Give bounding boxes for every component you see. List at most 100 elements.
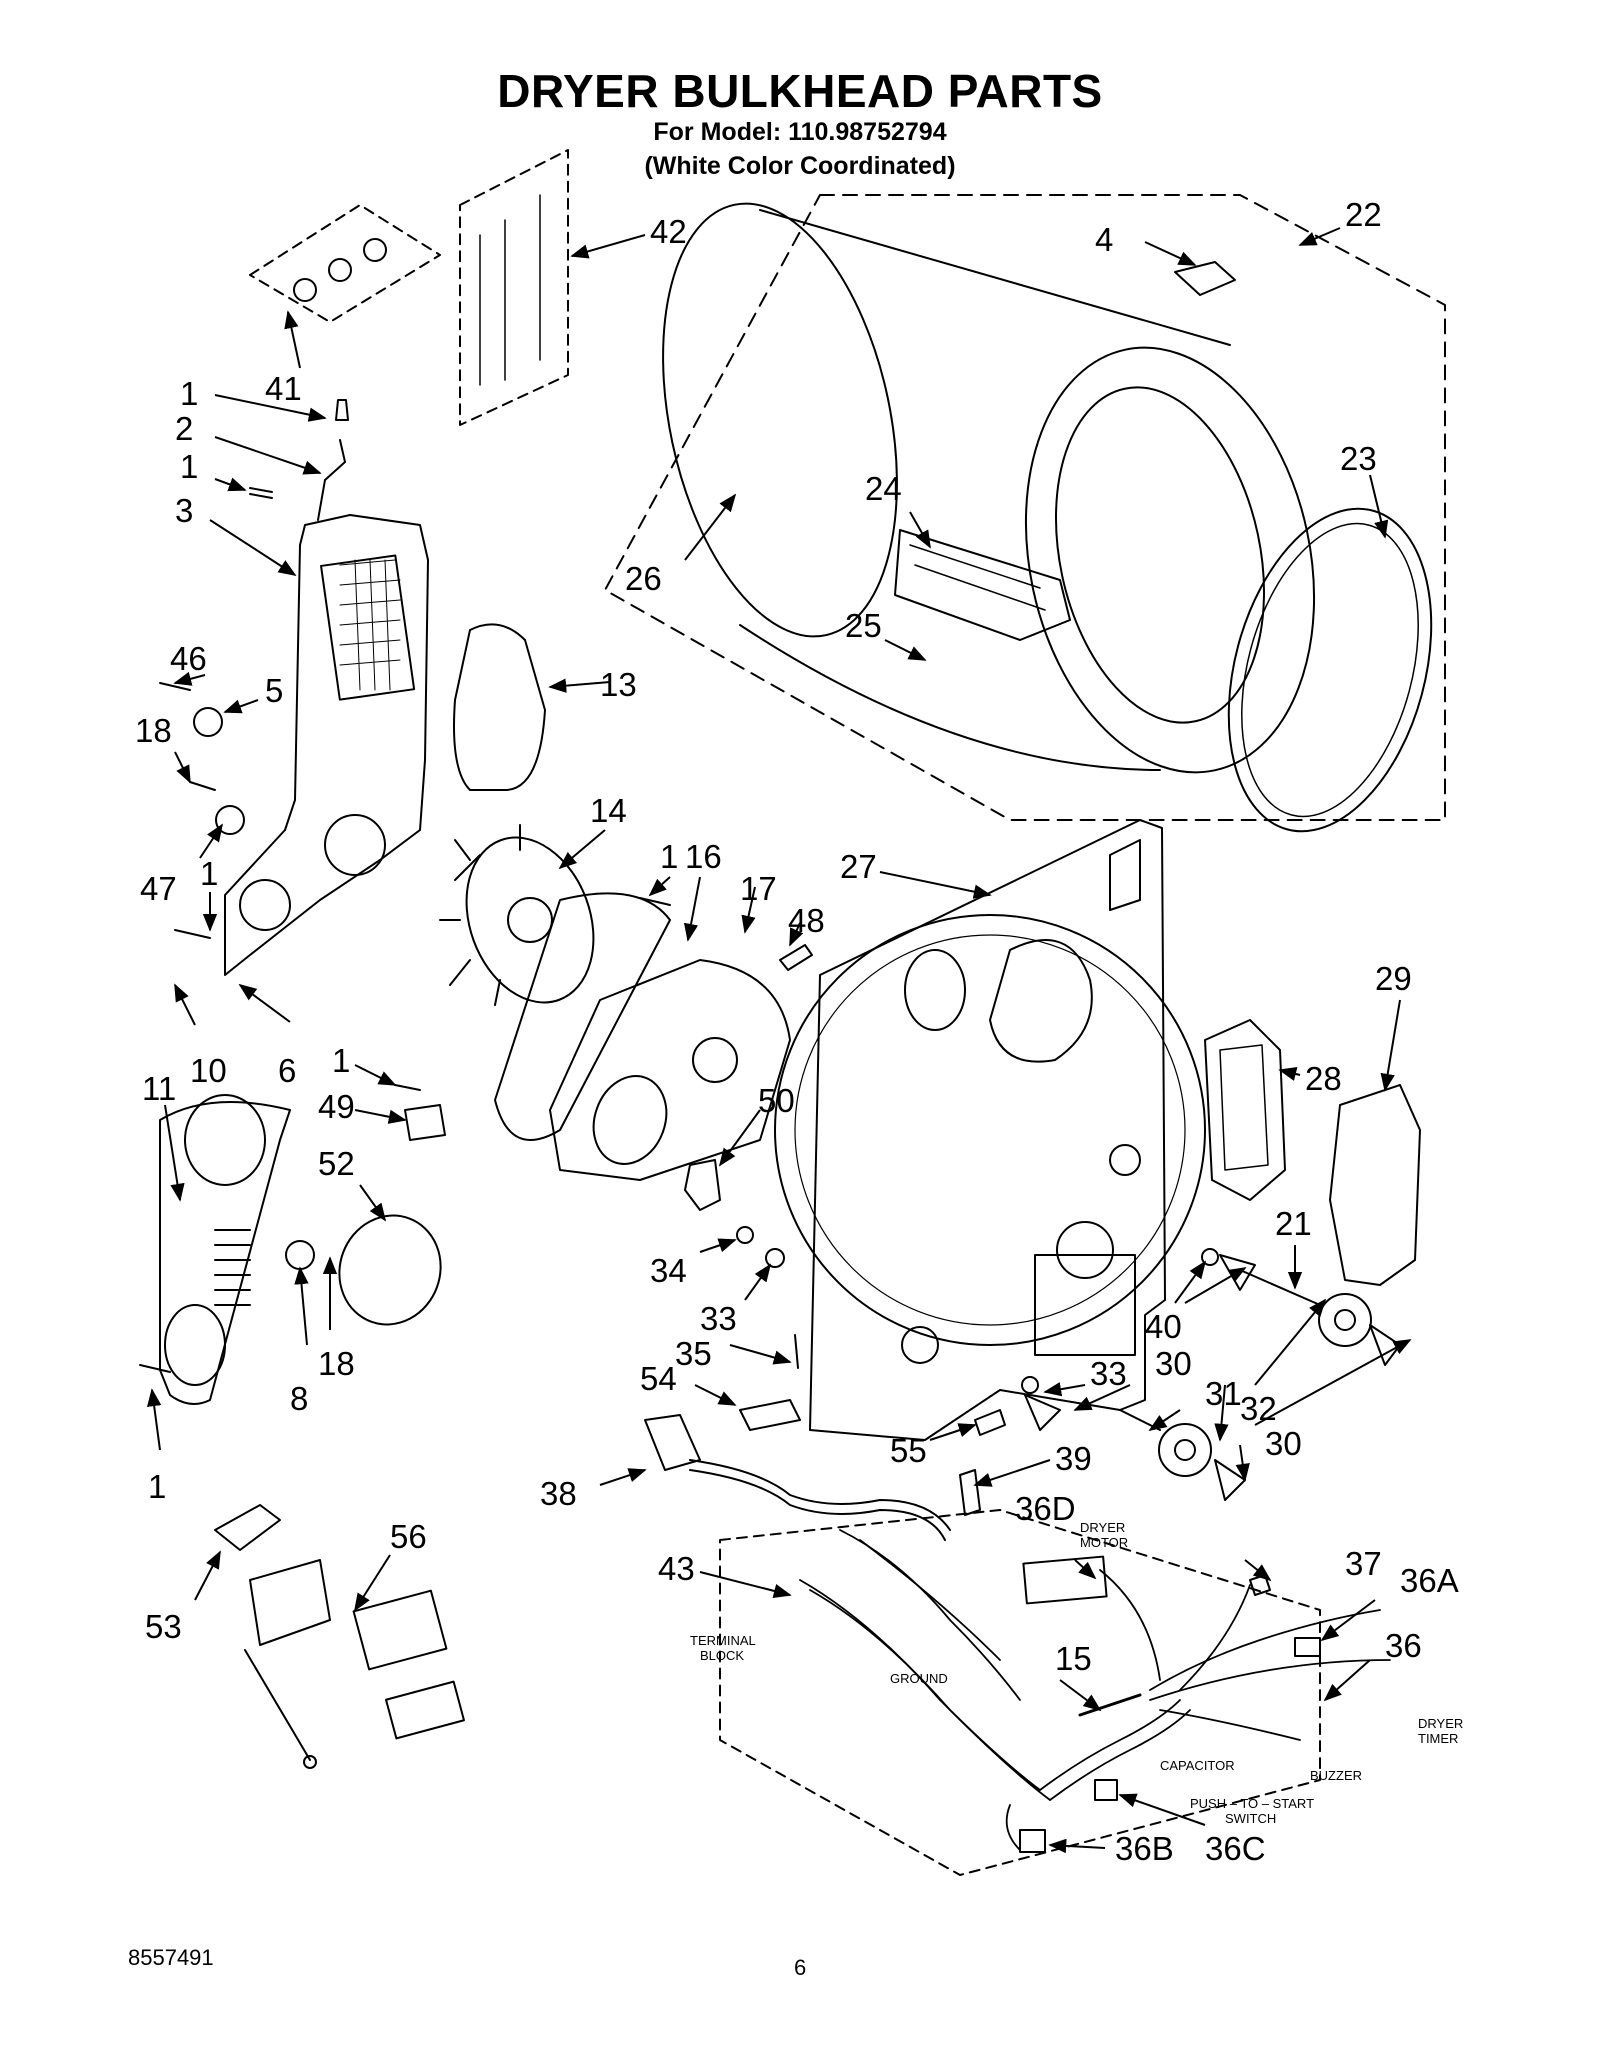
screw-top — [335, 399, 349, 421]
clip-55 — [974, 1409, 1006, 1436]
callout-27: 27 — [840, 848, 877, 885]
callout-14: 14 — [590, 792, 627, 829]
callout-36b: 36B — [1115, 1830, 1174, 1867]
callout-36a: 36A — [1400, 1562, 1459, 1599]
bracket-54 — [739, 1399, 801, 1431]
callout-28: 28 — [1305, 1060, 1342, 1097]
connector-group-boundary — [249, 204, 441, 323]
callout-29: 29 — [1375, 960, 1412, 997]
label-dryer-timer: TIMER — [1418, 1731, 1458, 1746]
drive-belt — [494, 892, 671, 1141]
power-cord — [644, 1414, 951, 1541]
callout-33: 33 — [700, 1300, 737, 1337]
drum — [662, 202, 1316, 774]
callout-6: 6 — [278, 1052, 296, 1089]
drum-baffle — [894, 529, 1071, 641]
callout-1: 1 — [660, 838, 678, 875]
callout-5: 5 — [265, 672, 283, 709]
label-dryer-motor: DRYER — [1080, 1520, 1125, 1535]
page-number: 6 — [794, 1955, 807, 1980]
label-dryer-timer: DRYER — [1418, 1716, 1463, 1731]
callout-32: 32 — [1240, 1390, 1277, 1427]
motor-connector — [1022, 1555, 1108, 1605]
duct-seal — [453, 623, 546, 791]
gas-valve — [244, 1559, 465, 1769]
callout-33: 33 — [1090, 1355, 1127, 1392]
callout-41: 41 — [265, 370, 302, 407]
lint-housing — [1204, 1019, 1286, 1201]
pin — [779, 944, 813, 971]
bracket-53 — [214, 1504, 281, 1551]
callout-17: 17 — [740, 870, 777, 907]
nut-34 — [736, 1226, 754, 1244]
callout-23: 23 — [1340, 440, 1377, 477]
clip-39 — [959, 1469, 981, 1516]
callout-52: 52 — [318, 1145, 355, 1182]
callout-36d: 36D — [1015, 1490, 1076, 1527]
bracket — [317, 439, 346, 521]
callout-53: 53 — [145, 1608, 182, 1645]
vent-grille — [338, 1214, 442, 1326]
callout-56: 56 — [390, 1518, 427, 1555]
callout-1: 1 — [332, 1042, 350, 1079]
callout-3: 3 — [175, 492, 193, 529]
callout-26: 26 — [625, 560, 662, 597]
bulkhead-panel — [774, 819, 1206, 1441]
callout-21: 21 — [1275, 1205, 1312, 1242]
callout-47: 47 — [140, 870, 177, 907]
wire-kit-boundary — [459, 149, 569, 426]
drum-slide — [1174, 261, 1236, 296]
callout-16: 16 — [685, 838, 722, 875]
callout-38: 38 — [540, 1475, 577, 1512]
callout-36: 36 — [1385, 1627, 1422, 1664]
harness-plate — [719, 1509, 1321, 1876]
screw-46 — [159, 682, 191, 691]
washer-33 — [765, 1248, 785, 1268]
label-push-to-start: PUSH – TO – START — [1190, 1796, 1314, 1811]
callout-13: 13 — [600, 666, 637, 703]
label-push-to-start: SWITCH — [1225, 1811, 1276, 1826]
callout-30: 30 — [1155, 1345, 1192, 1382]
callout-22: 22 — [1345, 196, 1382, 233]
callout-1: 1 — [180, 448, 198, 485]
clip-50 — [684, 1159, 721, 1211]
screw-1f — [394, 1084, 421, 1091]
clip-49 — [404, 1104, 446, 1141]
connector-36a — [1294, 1637, 1321, 1657]
callout-35: 35 — [675, 1335, 712, 1372]
screw-1d — [139, 1364, 171, 1373]
page-title: DRYER BULKHEAD PARTS — [497, 65, 1103, 117]
label-terminal-block: BLOCK — [700, 1648, 744, 1663]
blower-cover — [549, 959, 791, 1181]
callout-11: 11 — [142, 1070, 176, 1107]
callout-48: 48 — [788, 902, 825, 939]
connector-36c — [1094, 1779, 1118, 1801]
label-ground: GROUND — [890, 1671, 948, 1686]
thermostat-47 — [215, 805, 245, 835]
callout-1: 1 — [200, 855, 218, 892]
callout-25: 25 — [845, 607, 882, 644]
model-line: For Model: 110.98752794 — [653, 118, 947, 146]
callout-55: 55 — [890, 1432, 927, 1469]
drum-seal — [1227, 507, 1433, 833]
callout-49: 49 — [318, 1088, 355, 1125]
label-capacitor: CAPACITOR — [1160, 1758, 1235, 1773]
doc-number: 8557491 — [128, 1945, 214, 1970]
callout-1: 1 — [180, 375, 198, 412]
thermostat-8 — [285, 1240, 315, 1270]
label-terminal-block: TERMINAL — [690, 1633, 756, 1648]
screw-18a — [189, 781, 216, 791]
callout-4: 4 — [1095, 221, 1113, 258]
blower-housing — [224, 514, 429, 976]
connector-36b — [1019, 1829, 1046, 1853]
callout-1: 1 — [148, 1468, 166, 1505]
callout-34: 34 — [650, 1252, 687, 1289]
callout-10: 10 — [190, 1052, 227, 1089]
callout-18: 18 — [318, 1345, 355, 1382]
callout-24: 24 — [865, 470, 902, 507]
screw-1b — [249, 487, 273, 499]
color-line: (White Color Coordinated) — [644, 152, 956, 180]
callout-46: 46 — [170, 640, 207, 677]
callout-37: 37 — [1345, 1545, 1382, 1582]
